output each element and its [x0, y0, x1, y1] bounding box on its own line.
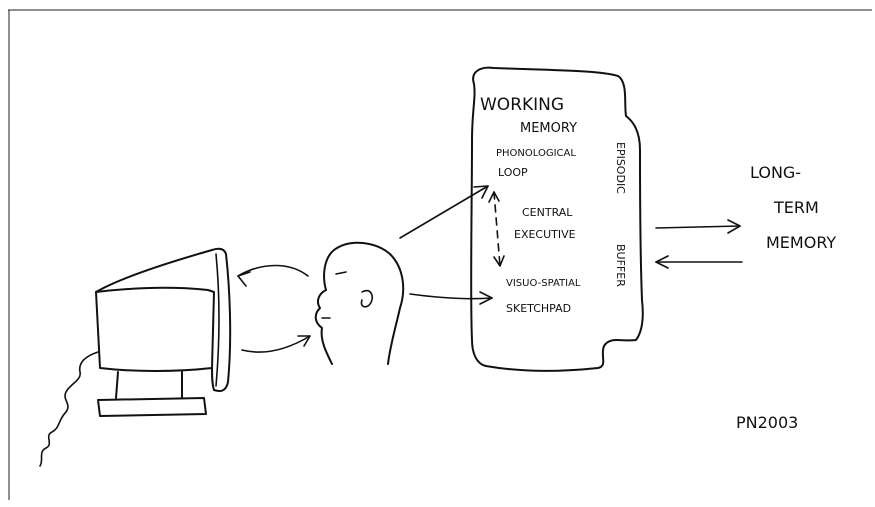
computer-monitor [40, 249, 230, 466]
monitor-neck [116, 372, 182, 398]
arrow-to-visuo-spatial [410, 294, 492, 299]
arrow-to-long-term-memory [656, 226, 740, 228]
monitor-housing-edge [216, 254, 219, 386]
head-eye [336, 272, 346, 274]
long-term-memory-arrows [656, 220, 742, 268]
central-executive-line1: CENTRAL [522, 206, 573, 219]
monitor-cable [40, 352, 98, 466]
phonological-loop-line2: LOOP [498, 166, 528, 179]
signature: PN2003 [736, 413, 798, 432]
central-executive-line2: EXECUTIVE [514, 228, 576, 241]
wm-title-line1: WORKING [480, 95, 564, 115]
visuo-spatial-line2: SKETCHPAD [506, 302, 571, 315]
visuo-spatial-line1: VISUO-SPATIAL [506, 278, 581, 289]
long-term-memory-line1: LONG- [750, 163, 801, 182]
arrow-head-to-monitor [238, 266, 308, 277]
person-head [316, 243, 403, 364]
buffer-label: BUFFER [614, 244, 627, 287]
arrow-monitor-to-head [242, 336, 310, 352]
long-term-memory-line3: MEMORY [766, 233, 836, 252]
phonological-loop-line1: PHONOLOGICAL [496, 148, 576, 159]
monitor-base [98, 398, 206, 416]
monitor-screen-face [96, 288, 214, 371]
wm-title-line2: MEMORY [520, 121, 577, 136]
head-to-memory-arrows [400, 186, 492, 304]
loop-sketchpad-dashed-arrow [489, 192, 504, 266]
head-ear [361, 291, 372, 307]
arrow-to-phonological-loop [400, 186, 488, 238]
perception-arrows [238, 266, 310, 353]
head-outline [316, 243, 403, 364]
long-term-memory-line2: TERM [773, 198, 819, 217]
episodic-label: EPISODIC [614, 142, 627, 194]
